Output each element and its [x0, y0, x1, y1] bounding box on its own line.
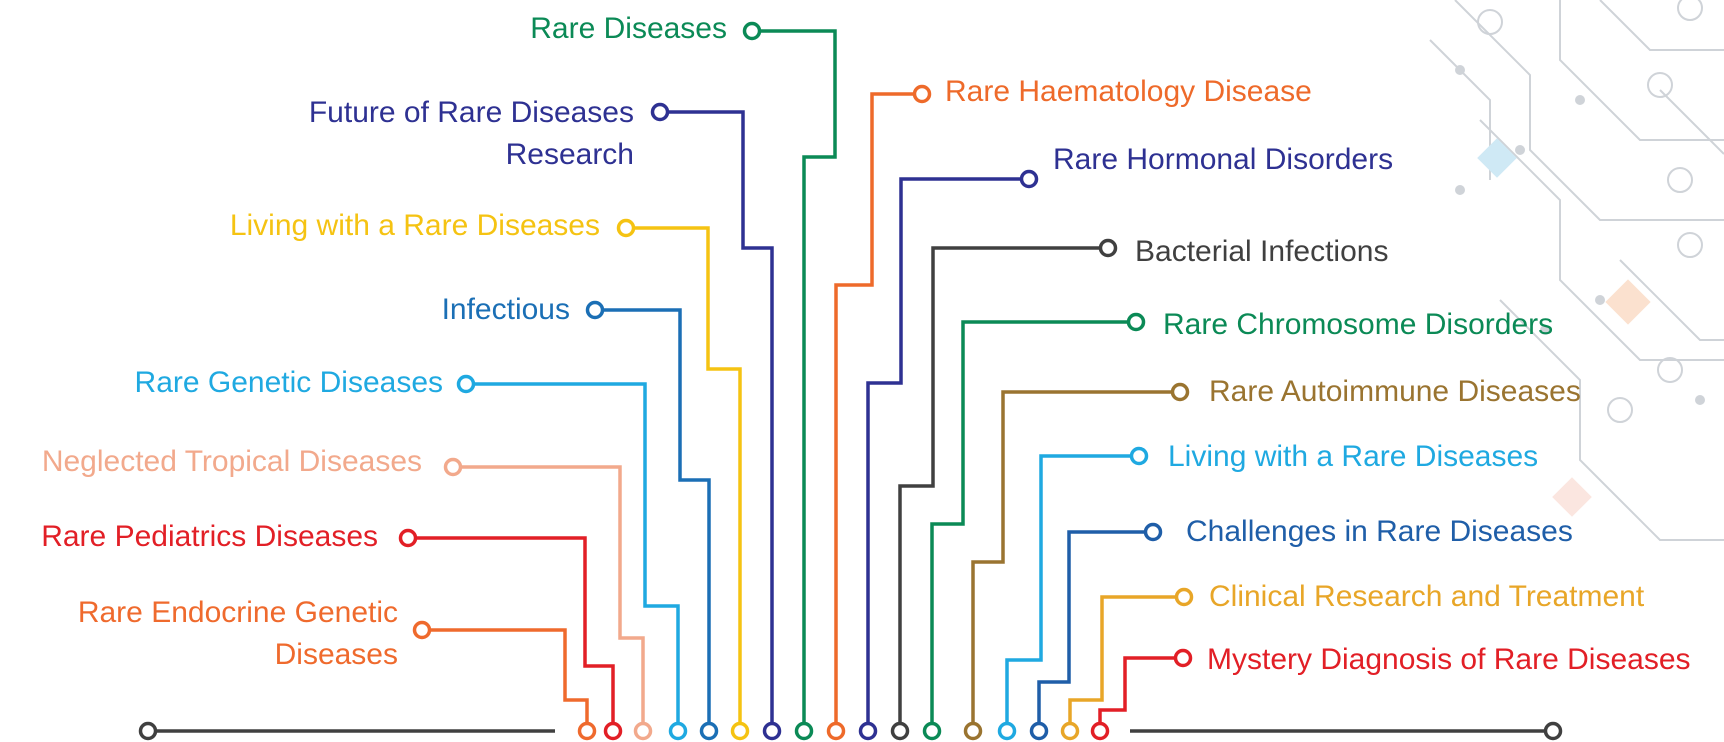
decor-dot-1 — [1575, 95, 1585, 105]
node-challenges-icon — [1146, 525, 1161, 540]
decor-dot-3 — [1455, 185, 1465, 195]
decor-ring-2 — [1648, 73, 1672, 97]
connector-living_right — [1007, 456, 1139, 731]
node-future-icon — [653, 105, 668, 120]
node-autoimmune-icon — [1173, 385, 1188, 400]
base-node-rare_diseases-icon — [797, 724, 812, 739]
decor-ring-3 — [1668, 168, 1692, 192]
label-hormonal: Rare Hormonal Disorders — [1053, 139, 1393, 181]
base-node-tropical-icon — [636, 724, 651, 739]
base-node-chromosome-icon — [925, 724, 940, 739]
node-tropical-icon — [446, 460, 461, 475]
label-autoimmune: Rare Autoimmune Diseases — [1209, 371, 1581, 413]
connector-pediatrics — [408, 538, 613, 731]
label-clinical: Clinical Research and Treatment — [1209, 576, 1644, 618]
label-bacterial: Bacterial Infections — [1135, 231, 1388, 273]
base-node-hormonal-icon — [861, 724, 876, 739]
base-node-future-icon — [765, 724, 780, 739]
label-genetic: Rare Genetic Diseases — [135, 362, 443, 404]
base-node-mystery-icon — [1093, 724, 1108, 739]
node-mystery-icon — [1176, 651, 1191, 666]
base-node-endocrine-icon — [580, 724, 595, 739]
decor-ring-0 — [1478, 10, 1502, 34]
label-pediatrics: Rare Pediatrics Diseases — [41, 516, 378, 558]
connector-autoimmune — [973, 392, 1180, 731]
decor-line-1 — [1560, 0, 1724, 140]
connector-chromosome — [932, 322, 1136, 731]
base-node-challenges-icon — [1032, 724, 1047, 739]
node-pediatrics-icon — [401, 531, 416, 546]
decor-line-3 — [1600, 0, 1724, 50]
label-tropical: Neglected Tropical Diseases — [42, 441, 422, 483]
decor-ring-5 — [1658, 358, 1682, 382]
decor-ring-6 — [1608, 398, 1632, 422]
connector-genetic — [466, 384, 678, 731]
base-node-infectious-icon — [702, 724, 717, 739]
node-bacterial-icon — [1101, 241, 1116, 256]
node-living_right-icon — [1132, 449, 1147, 464]
connector-endocrine — [422, 630, 587, 731]
base-node-autoimmune-icon — [966, 724, 981, 739]
base-node-living_left-icon — [733, 724, 748, 739]
label-chromosome: Rare Chromosome Disorders — [1163, 304, 1553, 346]
node-living_left-icon — [619, 221, 634, 236]
baseline-left-end-icon — [141, 724, 156, 739]
connector-hormonal — [868, 179, 1029, 731]
label-mystery: Mystery Diagnosis of Rare Diseases — [1207, 639, 1691, 681]
label-endocrine: Rare Endocrine Genetic Diseases — [68, 592, 398, 676]
label-infectious: Infectious — [442, 289, 570, 331]
node-endocrine-icon — [415, 623, 430, 638]
connector-rare_diseases — [752, 31, 835, 731]
decor-ring-1 — [1678, 0, 1702, 20]
node-haematology-icon — [915, 87, 930, 102]
decor-diamond-peach — [1605, 279, 1650, 324]
connector-mystery — [1100, 658, 1183, 731]
label-rare-diseases: Rare Diseases — [530, 8, 727, 50]
base-node-genetic-icon — [671, 724, 686, 739]
decor-line-7 — [1660, 90, 1724, 154]
node-infectious-icon — [588, 303, 603, 318]
decor-dot-2 — [1515, 145, 1525, 155]
base-node-haematology-icon — [829, 724, 844, 739]
base-node-pediatrics-icon — [606, 724, 621, 739]
decor-dot-6 — [1695, 395, 1705, 405]
connector-haematology — [836, 94, 922, 731]
label-living-left: Living with a Rare Diseases — [230, 205, 600, 247]
label-living-right: Living with a Rare Diseases — [1168, 436, 1538, 478]
label-haematology: Rare Haematology Disease — [945, 71, 1312, 113]
baseline-right-end-icon — [1546, 724, 1561, 739]
label-challenges: Challenges in Rare Diseases — [1186, 511, 1573, 553]
node-chromosome-icon — [1129, 315, 1144, 330]
base-node-living_right-icon — [1000, 724, 1015, 739]
decor-ring-4 — [1678, 233, 1702, 257]
decor-dot-4 — [1595, 295, 1605, 305]
node-clinical-icon — [1177, 590, 1192, 605]
decor-dot-0 — [1455, 65, 1465, 75]
base-node-bacterial-icon — [893, 724, 908, 739]
connector-clinical — [1070, 597, 1184, 731]
node-genetic-icon — [459, 377, 474, 392]
label-future-research: Future of Rare Diseases Research — [274, 92, 634, 176]
decor-diamond-blue — [1477, 138, 1517, 178]
node-rare_diseases-icon — [745, 24, 760, 39]
base-node-clinical-icon — [1063, 724, 1078, 739]
node-hormonal-icon — [1022, 172, 1037, 187]
